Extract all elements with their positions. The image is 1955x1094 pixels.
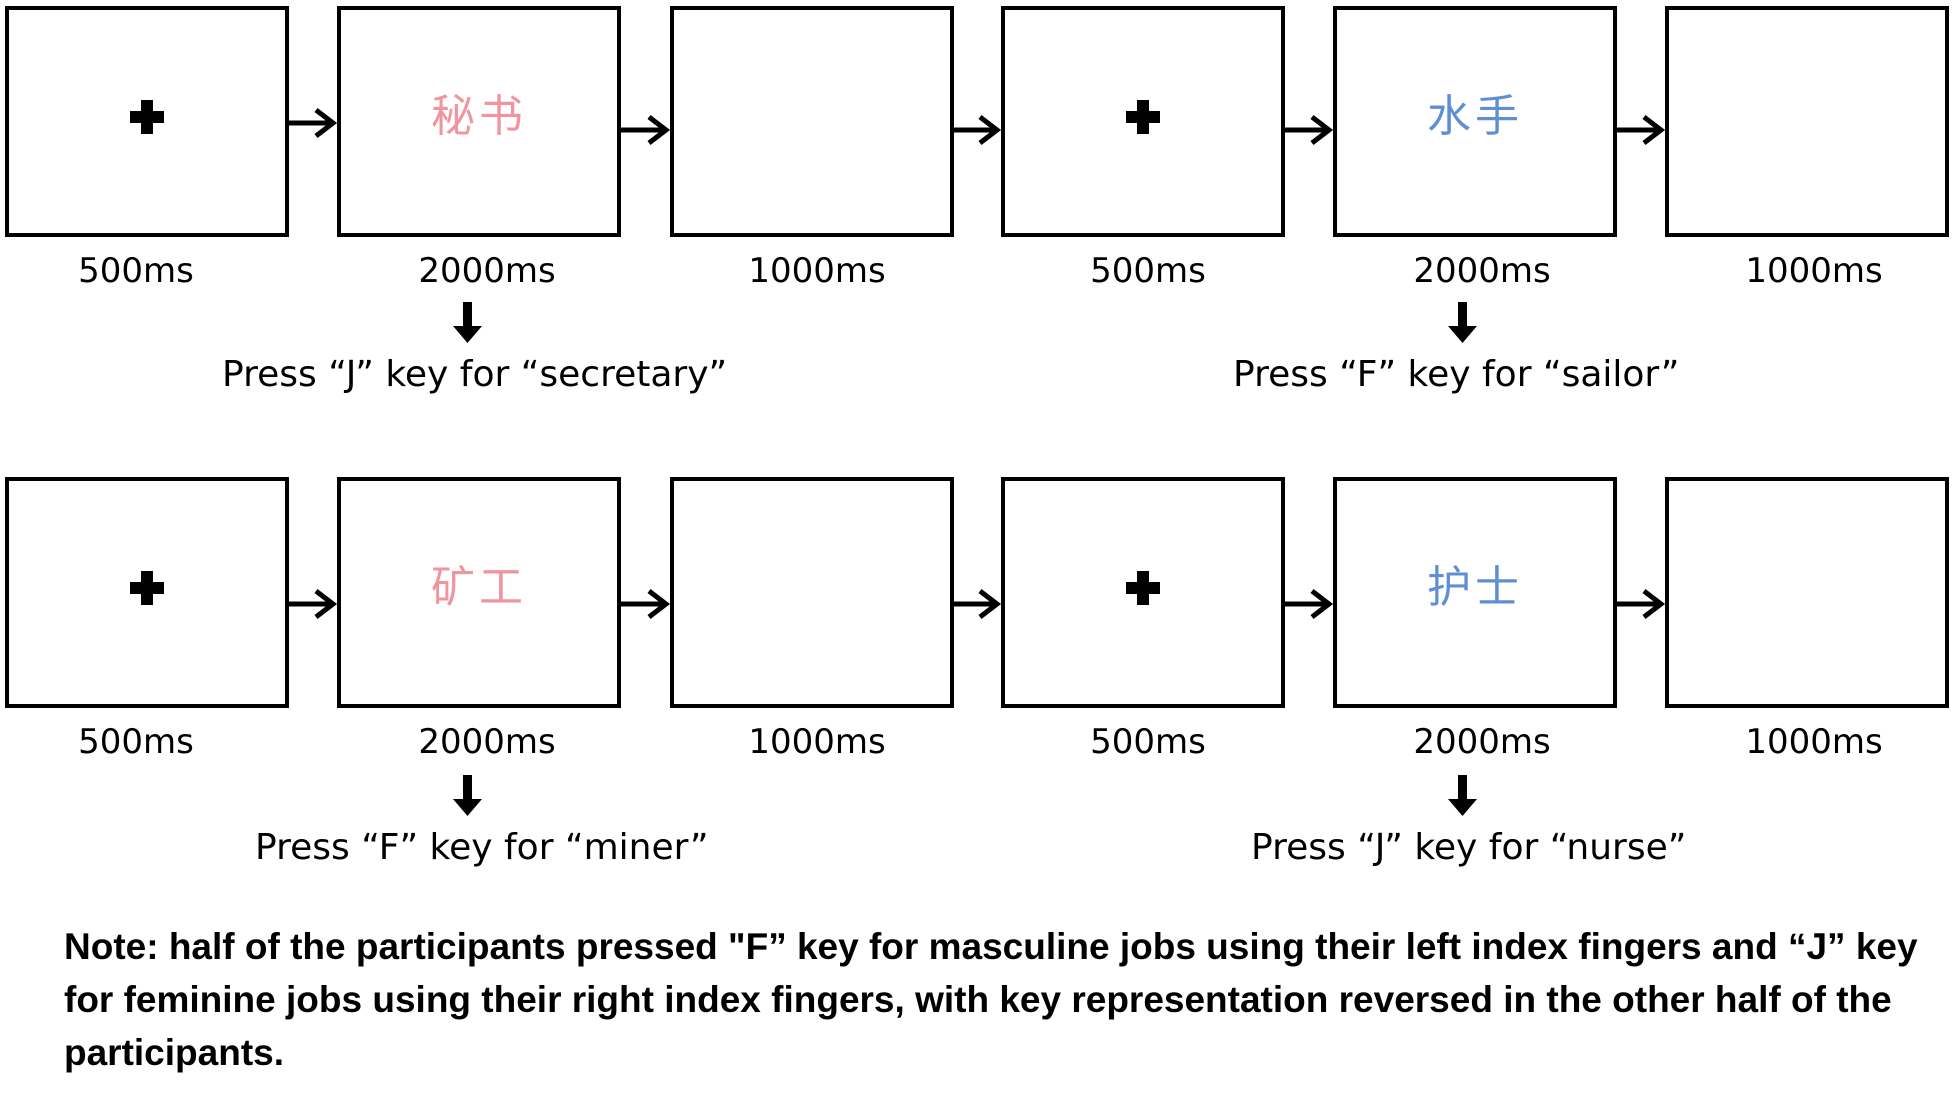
frame-r2-1-fixation <box>5 477 289 708</box>
response-instruction: Press “F” key for “sailor” <box>1233 354 1680 395</box>
duration-label: 2000ms <box>1413 722 1551 762</box>
frame-r1-6-blank <box>1665 6 1949 237</box>
stimulus-word: 护士 <box>1427 562 1523 613</box>
duration-label: 500ms <box>1090 251 1206 291</box>
procedure-note: Note: half of the participants pressed "… <box>64 926 1918 1073</box>
right-arrow-icon <box>1285 115 1334 145</box>
right-arrow-icon <box>289 589 338 619</box>
right-arrow-icon <box>289 108 338 138</box>
duration-label: 2000ms <box>1413 251 1551 291</box>
fixation-cross-icon <box>1126 571 1160 606</box>
frame-r2-4-fixation <box>1001 477 1285 708</box>
frame-r1-2-word: 秘书 <box>337 6 621 237</box>
duration-label: 1000ms <box>1745 722 1883 762</box>
down-arrow-icon <box>453 302 482 343</box>
duration-label: 500ms <box>1090 722 1206 762</box>
response-instruction: Press “J” key for “secretary” <box>222 354 728 395</box>
response-instruction: Press “F” key for “miner” <box>255 827 709 868</box>
down-arrow-icon <box>1448 775 1477 816</box>
right-arrow-icon <box>1617 115 1666 145</box>
duration-label: 500ms <box>78 251 194 291</box>
frame-r2-6-blank <box>1665 477 1949 708</box>
frame-r2-2-word: 矿工 <box>337 477 621 708</box>
down-arrow-icon <box>453 775 482 816</box>
frame-r1-5-word: 水手 <box>1333 6 1617 237</box>
frame-r1-1-fixation <box>5 6 289 237</box>
right-arrow-icon <box>1285 589 1334 619</box>
down-arrow-icon <box>1448 302 1477 343</box>
response-instruction: Press “J” key for “nurse” <box>1251 827 1687 868</box>
right-arrow-icon <box>621 589 671 619</box>
right-arrow-icon <box>621 115 671 145</box>
stimulus-word: 水手 <box>1427 91 1523 142</box>
duration-label: 1000ms <box>748 722 886 762</box>
frame-r1-4-fixation <box>1001 6 1285 237</box>
frame-r2-3-blank <box>670 477 954 708</box>
duration-label: 500ms <box>78 722 194 762</box>
duration-label: 2000ms <box>418 722 556 762</box>
duration-label: 1000ms <box>1745 251 1883 291</box>
right-arrow-icon <box>1617 589 1666 619</box>
duration-label: 1000ms <box>748 251 886 291</box>
duration-label: 2000ms <box>418 251 556 291</box>
fixation-cross-icon <box>130 100 164 135</box>
frame-r1-3-blank <box>670 6 954 237</box>
fixation-cross-icon <box>1126 100 1160 135</box>
stimulus-word: 矿工 <box>431 562 527 613</box>
right-arrow-icon <box>954 115 1002 145</box>
right-arrow-icon <box>954 589 1002 619</box>
stimulus-word: 秘书 <box>431 91 527 142</box>
fixation-cross-icon <box>130 571 164 606</box>
frame-r2-5-word: 护士 <box>1333 477 1617 708</box>
